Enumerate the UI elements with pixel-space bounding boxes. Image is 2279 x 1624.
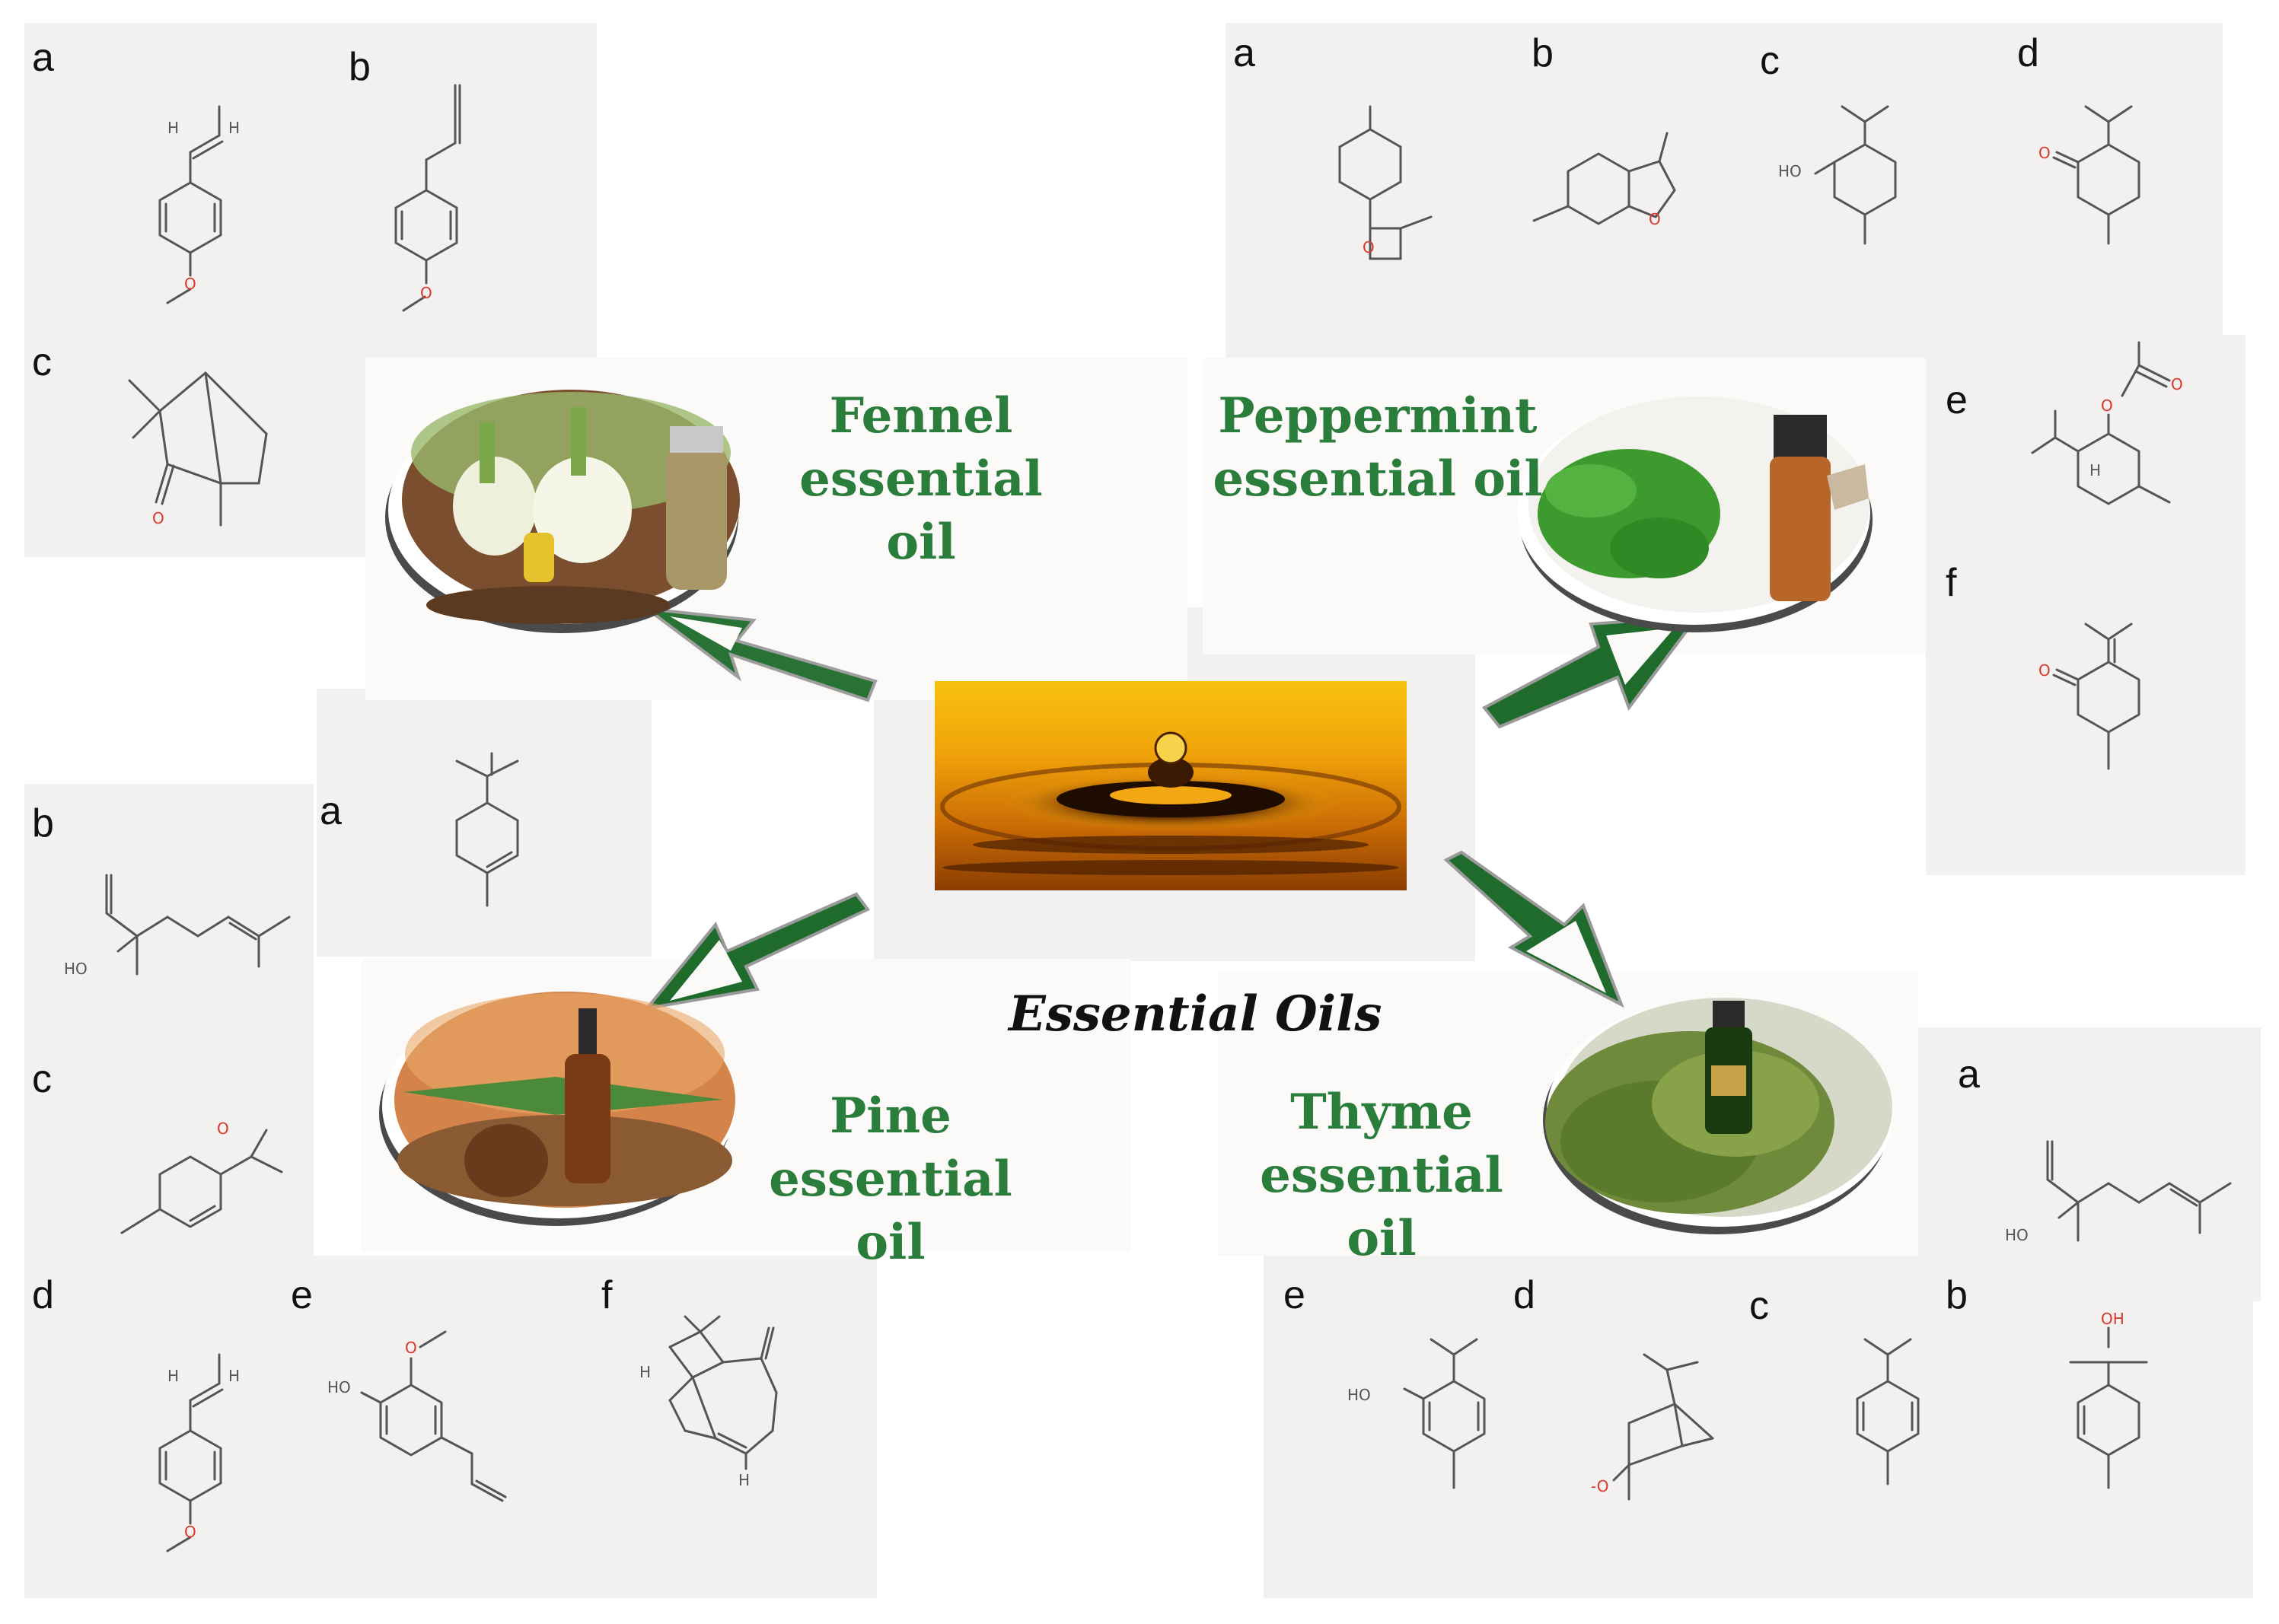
- svg-text:H: H: [639, 1363, 651, 1381]
- svg-text:O: O: [420, 284, 432, 302]
- svg-text:H: H: [2089, 461, 2101, 479]
- svg-text:O: O: [1649, 210, 1661, 228]
- svg-text:HO: HO: [327, 1378, 351, 1396]
- svg-text:O: O: [152, 509, 164, 527]
- svg-text:-O: -O: [1591, 1477, 1609, 1495]
- svg-text:O: O: [2171, 375, 2183, 393]
- arrow-to-pine: [639, 892, 875, 1024]
- peppermint-compound-d-label: d: [2017, 31, 2039, 75]
- svg-text:O: O: [2038, 144, 2051, 162]
- peppermint-compound-f-label: f: [1946, 561, 1957, 605]
- peppermint-compound-f-structure: O: [2010, 609, 2192, 807]
- svg-text:O: O: [2101, 396, 2113, 415]
- thyme-photo: [1538, 982, 1903, 1237]
- thyme-title-line2: essential oil: [1260, 1147, 1503, 1268]
- fennel-compound-c-label: c: [32, 340, 52, 384]
- svg-text:O: O: [405, 1339, 417, 1357]
- pine-compound-f-label: f: [601, 1273, 613, 1317]
- pine-structures-panel-a: [317, 689, 652, 957]
- fennel-compound-b-label: b: [349, 45, 371, 89]
- svg-text:HO: HO: [64, 960, 88, 978]
- fennel-title-line2: essential oil: [799, 451, 1043, 572]
- peppermint-compound-e-label: e: [1946, 378, 1968, 422]
- pine-compound-e-label: e: [291, 1273, 313, 1317]
- fennel-compound-b-structure: O: [365, 68, 502, 320]
- svg-text:O: O: [1363, 238, 1375, 256]
- oxygen-atom: O: [184, 275, 196, 293]
- pine-compound-d-label: d: [32, 1273, 54, 1317]
- thyme-compound-c-label: c: [1749, 1284, 1769, 1328]
- pine-compound-c-label: c: [32, 1057, 52, 1101]
- fennel-structures-panel-left: [24, 336, 365, 557]
- peppermint-title-line2: essential oil: [1213, 451, 1543, 508]
- svg-text:H: H: [738, 1471, 750, 1489]
- fennel-title-line1: Fennel: [829, 387, 1013, 444]
- svg-text:HO: HO: [1347, 1386, 1371, 1404]
- pine-structures-panel-left: [24, 784, 314, 1309]
- arrow-to-fennel: [639, 586, 883, 738]
- pine-compound-d-structure: H H O: [114, 1324, 282, 1575]
- peppermint-compound-e-structure: O O H: [2002, 341, 2207, 548]
- pine-compound-f-structure: H H: [624, 1315, 853, 1545]
- hydrogen-atom: H: [167, 119, 179, 137]
- svg-text:H: H: [167, 1367, 179, 1385]
- svg-text:HO: HO: [2005, 1226, 2029, 1244]
- pine-compound-c-structure: O: [99, 1111, 304, 1256]
- thyme-compound-d-label: d: [1513, 1273, 1535, 1317]
- svg-text:O: O: [2038, 661, 2051, 680]
- pine-structures-panel-bottom: [24, 1256, 877, 1598]
- svg-text:OH: OH: [2101, 1310, 2124, 1328]
- oil-droplet-image: [935, 681, 1407, 890]
- fennel-oil-title: Fennel essential oil: [761, 384, 1081, 575]
- thyme-compound-c-structure: [1819, 1324, 1964, 1537]
- fennel-photo: [381, 377, 754, 639]
- fennel-compound-a-structure: H H O: [114, 76, 282, 327]
- peppermint-compound-a-structure: O: [1324, 91, 1454, 282]
- fennel-compound-c-structure: O: [114, 365, 282, 540]
- thyme-compound-d-structure: -O: [1591, 1339, 1758, 1537]
- svg-text:H: H: [228, 119, 240, 137]
- peppermint-compound-c-structure: HO: [1774, 91, 1956, 289]
- pine-title-line1: Pine: [830, 1087, 951, 1145]
- svg-text:O: O: [217, 1119, 229, 1138]
- peppermint-compound-a-label: a: [1233, 31, 1255, 75]
- essential-oils-title: Essential Oils: [1009, 986, 1382, 1043]
- thyme-compound-a-structure: HO: [2002, 1126, 2238, 1279]
- thyme-compound-b-structure: OH: [2025, 1301, 2207, 1530]
- svg-text:HO: HO: [1778, 162, 1802, 180]
- peppermint-compound-c-label: c: [1760, 39, 1780, 83]
- thyme-oil-title: Thyme essential oil: [1218, 1081, 1545, 1271]
- peppermint-compound-d-structure: O: [2010, 91, 2192, 289]
- peppermint-structures-panel-right: [1926, 335, 2246, 875]
- pine-compound-a-label: a: [320, 789, 342, 833]
- peppermint-title-line1: Peppermint: [1218, 387, 1538, 444]
- svg-text:O: O: [184, 1523, 196, 1541]
- svg-text:H: H: [228, 1367, 240, 1385]
- pine-compound-e-structure: O HO: [320, 1309, 533, 1537]
- fennel-compound-a-label: a: [32, 36, 54, 80]
- pine-compound-b-structure: HO: [61, 860, 297, 1012]
- pine-compound-a-structure: [426, 752, 548, 951]
- peppermint-oil-title: Peppermint essential oil: [1187, 384, 1568, 511]
- fennel-structures-panel-top: [24, 23, 597, 359]
- peppermint-compound-b-structure: O: [1515, 122, 1705, 274]
- peppermint-compound-b-label: b: [1532, 31, 1554, 75]
- thyme-compound-a-label: a: [1958, 1052, 1980, 1097]
- pine-title-line2: essential oil: [769, 1151, 1012, 1272]
- thyme-compound-e-label: e: [1283, 1273, 1305, 1317]
- thyme-compound-b-label: b: [1946, 1273, 1968, 1317]
- arrow-to-thyme: [1439, 850, 1637, 1012]
- peppermint-structures-panel-top: [1226, 23, 2223, 358]
- pine-compound-b-label: b: [32, 801, 54, 845]
- thyme-compound-e-structure: HO: [1347, 1324, 1530, 1537]
- thyme-title-line1: Thyme: [1290, 1084, 1473, 1141]
- pine-oil-title: Pine essential oil: [731, 1084, 1050, 1275]
- arrow-to-peppermint: [1469, 594, 1713, 738]
- pine-photo: [373, 978, 746, 1229]
- peppermint-photo: [1507, 384, 1880, 635]
